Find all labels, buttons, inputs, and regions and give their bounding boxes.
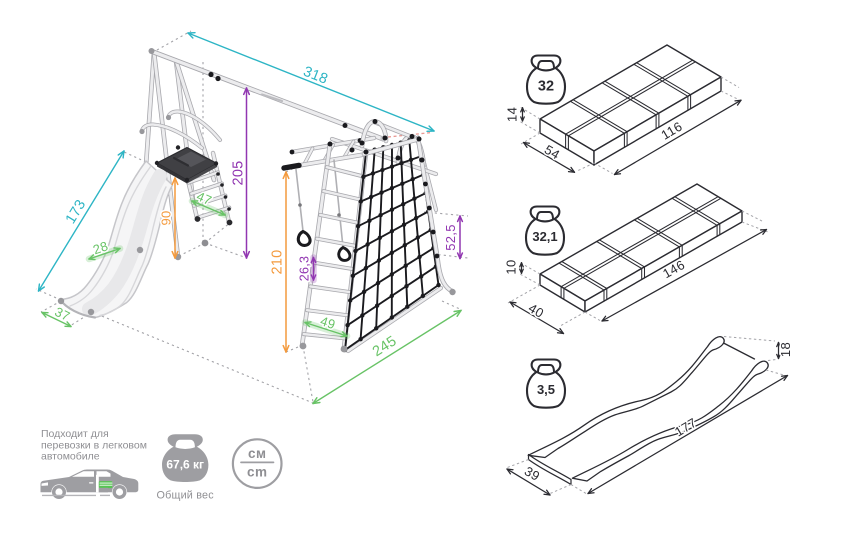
svg-text:перевозки в легковом: перевозки в легковом bbox=[41, 439, 147, 451]
svg-text:52,5: 52,5 bbox=[443, 224, 458, 251]
svg-text:Подходит для: Подходит для bbox=[41, 428, 109, 440]
svg-text:210: 210 bbox=[270, 249, 286, 274]
svg-text:10: 10 bbox=[504, 259, 519, 274]
svg-text:автомобиле: автомобиле bbox=[41, 451, 100, 463]
svg-text:14: 14 bbox=[505, 107, 520, 122]
svg-text:32,1: 32,1 bbox=[532, 229, 557, 244]
svg-text:49: 49 bbox=[318, 313, 337, 332]
svg-text:3,5: 3,5 bbox=[537, 382, 555, 397]
svg-text:32: 32 bbox=[538, 79, 554, 95]
svg-text:205: 205 bbox=[231, 160, 247, 185]
svg-text:28: 28 bbox=[91, 238, 110, 257]
svg-text:90: 90 bbox=[159, 210, 174, 225]
svg-text:cm: cm bbox=[247, 465, 267, 480]
svg-text:26,3: 26,3 bbox=[298, 256, 312, 282]
svg-text:47: 47 bbox=[194, 189, 214, 209]
svg-text:Общий вес: Общий вес bbox=[157, 490, 215, 502]
svg-text:67,6 кг: 67,6 кг bbox=[166, 457, 204, 471]
svg-text:18: 18 bbox=[778, 342, 793, 357]
svg-text:см: см bbox=[248, 446, 266, 461]
